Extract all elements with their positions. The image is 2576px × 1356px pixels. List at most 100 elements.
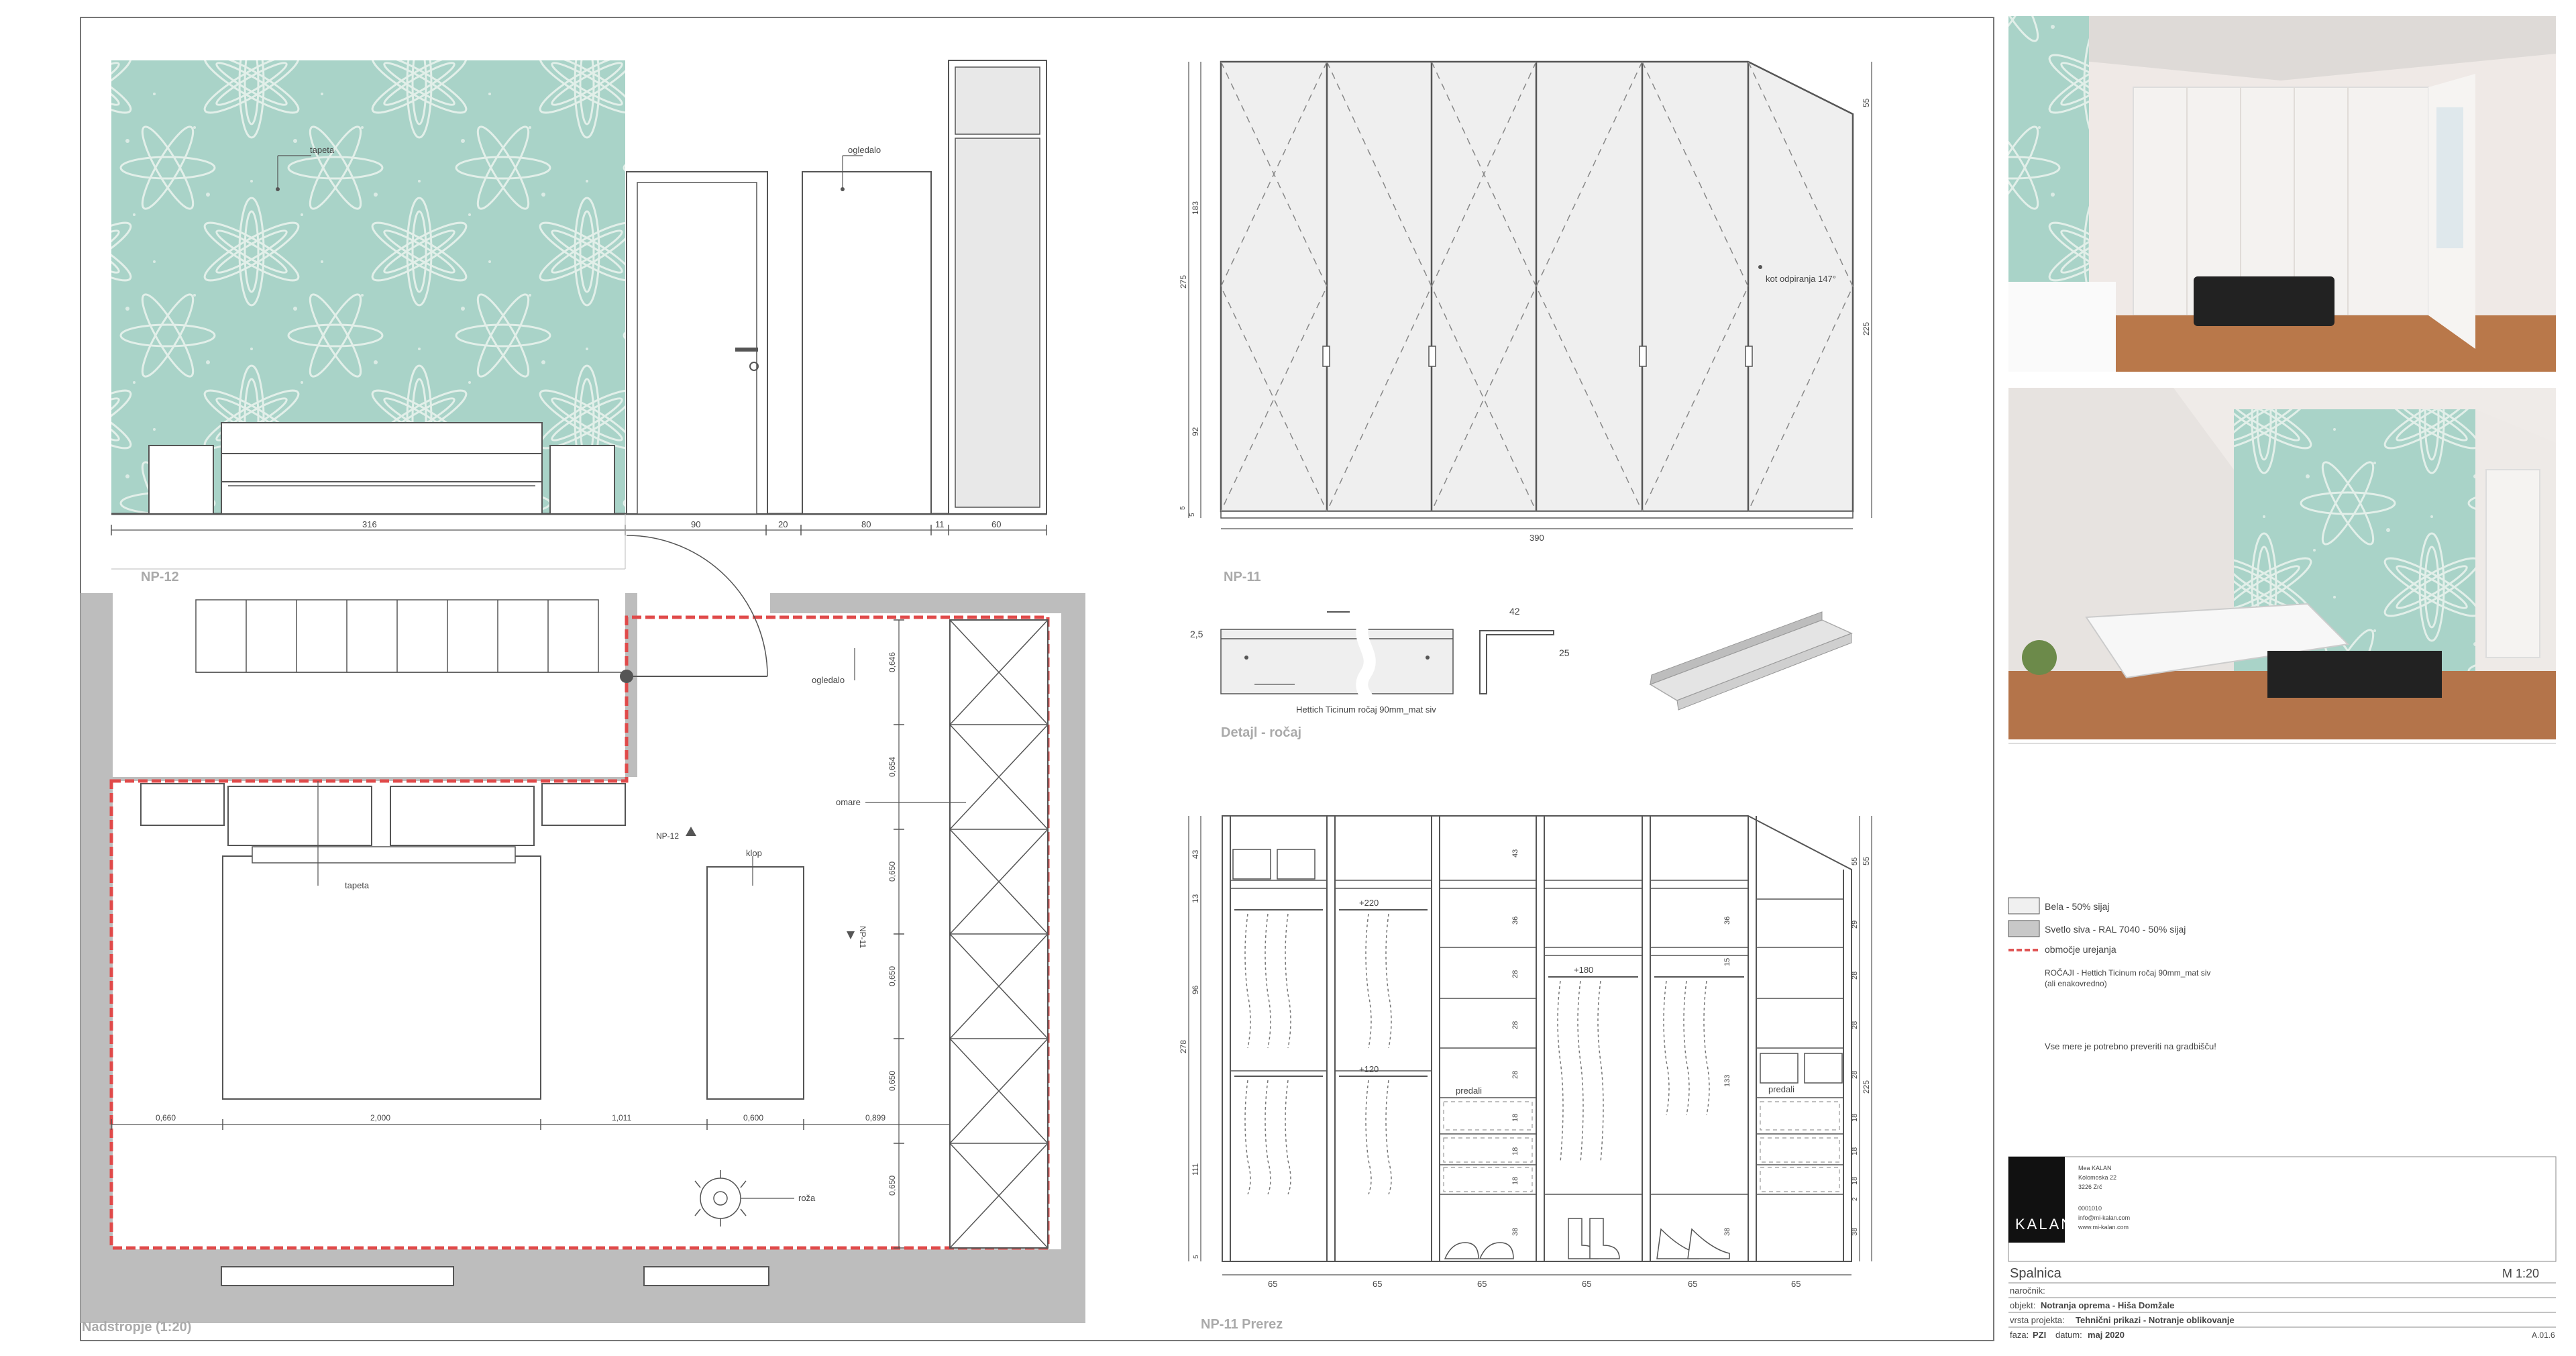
render-image-1 <box>2008 16 2556 372</box>
drawer-label-right: predali <box>1768 1084 1794 1094</box>
view-label-np11: NP-11 <box>1224 570 1261 584</box>
vdim-1: 0,646 <box>888 652 897 672</box>
sec-dim-ri-3: 28 <box>1851 1021 1859 1029</box>
sec-dim-ri-2: 28 <box>1851 972 1859 980</box>
sec-dim-ri-1: 29 <box>1851 921 1859 929</box>
company-web: www.mi-kalan.com <box>2078 1224 2129 1231</box>
sec-dim-ri-4: 28 <box>1851 1071 1859 1079</box>
view-label-np12: NP-12 <box>141 570 179 584</box>
sec-dim-b-2: 65 <box>1477 1279 1487 1289</box>
handle-dim-42: 42 <box>1509 606 1520 617</box>
rail-label-120: +120 <box>1359 1064 1379 1074</box>
marker-np12: NP-12 <box>656 831 679 841</box>
note-verify: Vse mere je potrebno preveriti na gradbi… <box>2045 1041 2216 1051</box>
note-handles-1: ROČAJI - Hettich Ticinum ročaj 90mm_mat … <box>2045 968 2210 978</box>
render-image-2 <box>2008 388 2556 739</box>
np11-dim-5a: 5 <box>1179 506 1187 510</box>
tb-date-value: maj 2020 <box>2088 1330 2125 1340</box>
logo <box>2008 1157 2065 1243</box>
np11-dim-5b: 5 <box>1189 513 1196 517</box>
handle-dim-25: 25 <box>1559 647 1570 658</box>
editing-zone <box>109 615 1050 1250</box>
np11-elevation: kot odpiranja 147° 183 275 92 5 5 55 225… <box>1179 60 1872 584</box>
label-bench-plan: klop <box>746 848 762 858</box>
tb-title: Spalnica <box>2010 1266 2062 1281</box>
tb-phase-value: PZI <box>2033 1330 2046 1340</box>
sec-dim-m2-3: 38 <box>1723 1228 1731 1236</box>
sec-dim-ri-8: 2 <box>1851 1197 1859 1201</box>
note-handles-2: (ali enakovredno) <box>2045 979 2107 988</box>
company-block: KALAN Mea KALAN Kolomoska 22 3226 Zrč 00… <box>2008 1156 2557 1262</box>
np12-elevation: tapeta ogledalo 316 90 20 80 11 60 NP-12 <box>111 60 1047 584</box>
sec-dim-ri-9: 38 <box>1851 1228 1859 1236</box>
sec-dim-m2-2: 133 <box>1723 1075 1731 1087</box>
sec-dim-ri-0: 55 <box>1851 857 1859 866</box>
label-wallpaper-elev: tapeta <box>310 145 335 155</box>
legend-swatch-1 <box>2008 920 2040 937</box>
handle-detail: Hettich Ticinum ročaj 90mm_mat siv 2,5 4… <box>1190 606 1853 740</box>
sec-dim-b-4: 65 <box>1688 1279 1697 1289</box>
np11-dim-92: 92 <box>1191 427 1200 436</box>
tb-sheet: A.01.6 <box>2532 1331 2555 1340</box>
tb-date-label: datum: <box>2055 1330 2082 1340</box>
legend-text-0: Bela - 50% sijaj <box>2045 901 2110 912</box>
sec-dim-b-1: 65 <box>1373 1279 1382 1289</box>
title-block: Spalnica M 1:20 naročnik: objekt: Notran… <box>2008 1261 2556 1340</box>
view-label-plan: Nadstropje (1:20) <box>82 1320 191 1335</box>
tb-type-value: Tehnični prikazi - Notranje oblikovanje <box>2076 1315 2235 1325</box>
label-mirror-elev: ogledalo <box>848 145 881 155</box>
sec-dim-ro-55: 55 <box>1862 856 1871 866</box>
hdim-2: 2,000 <box>370 1113 390 1123</box>
dim-90: 90 <box>691 519 700 529</box>
rail-label-220: +220 <box>1359 898 1379 908</box>
legend-text-1: Svetlo siva - RAL 7040 - 50% sijaj <box>2045 924 2186 935</box>
vdim-3: 0,650 <box>888 862 897 882</box>
sec-dim-ri-6: 18 <box>1851 1147 1859 1155</box>
hdim-1: 0,660 <box>156 1113 176 1123</box>
sec-dim-l-111: 111 <box>1191 1163 1200 1176</box>
company-address-1: Mea KALAN <box>2078 1165 2112 1171</box>
sec-dim-l-5: 5 <box>1193 1255 1200 1259</box>
bench-plan <box>706 866 804 1100</box>
sec-dim-m1-6: 18 <box>1511 1147 1519 1155</box>
handle-product: Hettich Ticinum ročaj 90mm_mat siv <box>1296 705 1436 715</box>
sec-dim-m1-7: 18 <box>1511 1177 1519 1185</box>
sec-dim-b-3: 65 <box>1582 1279 1591 1289</box>
legend-swatch-0 <box>2008 897 2040 915</box>
sec-dim-ri-5: 18 <box>1851 1114 1859 1122</box>
vdim-5: 0,650 <box>888 1071 897 1091</box>
company-email: info@mi-kalan.com <box>2078 1214 2130 1221</box>
bed-elevation <box>221 422 543 515</box>
dim-11: 11 <box>935 519 945 529</box>
sec-dim-m2-0: 36 <box>1723 917 1731 925</box>
sec-dim-m2-1: 15 <box>1723 958 1731 966</box>
legend-text-2: območje urejanja <box>2045 944 2116 955</box>
tb-object-label: objekt: <box>2010 1300 2035 1310</box>
sec-dim-m1-8: 38 <box>1511 1228 1519 1236</box>
vdim-6: 0,650 <box>888 1176 897 1196</box>
dim-60: 60 <box>991 519 1001 529</box>
sec-dim-m1-4: 28 <box>1511 1071 1519 1079</box>
label-opening-angle: kot odpiranja 147° <box>1766 274 1836 284</box>
np11-dim-183: 183 <box>1191 201 1200 215</box>
np11-dim-225: 225 <box>1862 322 1871 335</box>
view-label-detail: Detajl - ročaj <box>1221 725 1301 740</box>
floor-plan: tapeta klop ogledalo omare roža NP-12 NP… <box>80 535 1085 1335</box>
np11-section: +220 +120 +180 predali predali 43 13 96 … <box>1179 815 1872 1332</box>
sec-dim-l-278: 278 <box>1179 1040 1188 1053</box>
np11-dim-275: 275 <box>1179 275 1188 289</box>
tb-client-label: naročnik: <box>2010 1286 2045 1296</box>
company-address-2: Kolomoska 22 <box>2078 1174 2116 1181</box>
sec-dim-m1-3: 28 <box>1511 1021 1519 1029</box>
sec-dim-m1-5: 18 <box>1511 1114 1519 1122</box>
tb-type-label: vrsta projekta: <box>2010 1315 2065 1325</box>
label-wardrobe-plan: omare <box>836 797 861 807</box>
sec-dim-m1-1: 36 <box>1511 917 1519 925</box>
plant-icon <box>694 1170 747 1227</box>
tb-object-value: Notranja oprema - Hiša Domžale <box>2041 1300 2174 1310</box>
tb-scale: M 1:20 <box>2502 1267 2539 1280</box>
sec-dim-b-5: 65 <box>1791 1279 1801 1289</box>
sec-dim-l-43: 43 <box>1191 849 1200 859</box>
